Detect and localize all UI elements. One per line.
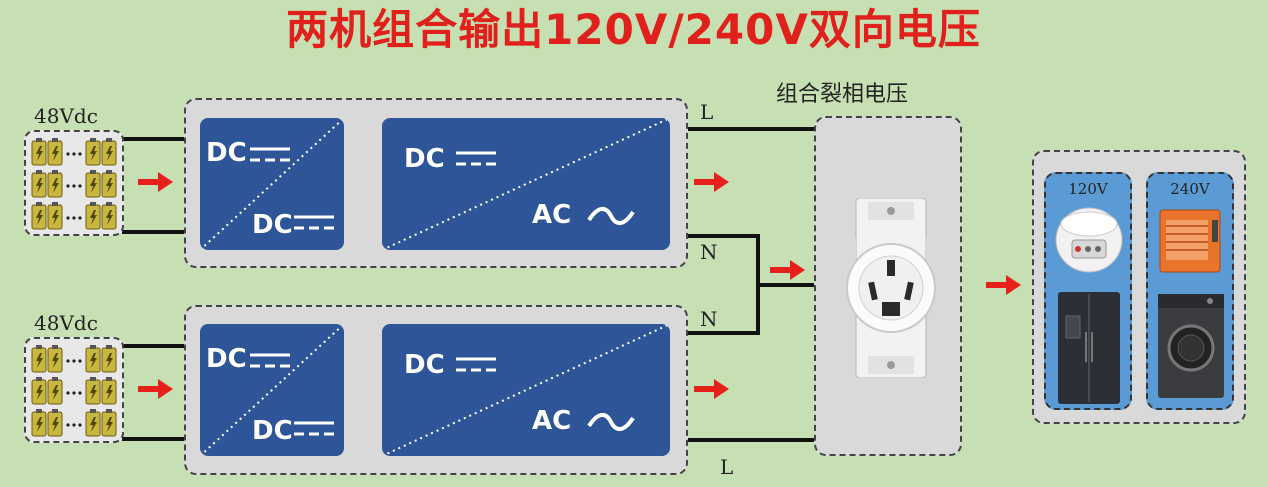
split-phase-outlet-box [814, 116, 962, 456]
line-L-upper-label: L [700, 100, 714, 124]
rice-cooker-icon [1055, 207, 1123, 273]
inverter-dc-label: DC [404, 144, 445, 174]
lower-dc-ac-inverter: DC AC [382, 324, 670, 456]
page-title: 两机组合输出120V/240V双向电压 [286, 5, 981, 54]
wire-N-upper [686, 234, 816, 287]
refrigerator-icon [1058, 292, 1120, 404]
dc-input-label: DC [206, 138, 247, 168]
sine-wave-icon [587, 413, 635, 431]
upper-dc-ac-inverter: DC AC [382, 118, 670, 250]
arrow-right-icon [770, 260, 805, 280]
dc-output-label: DC [252, 416, 293, 446]
lower-battery-cells [31, 344, 117, 437]
label-240v: 240V [1170, 180, 1210, 198]
dc-symbol-icon [250, 353, 290, 368]
upper-battery-pack [24, 130, 124, 236]
dc-input-label: DC [206, 344, 247, 374]
label-120v: 120V [1068, 180, 1108, 198]
washing-machine-icon [1158, 294, 1224, 398]
dc-symbol-icon [294, 215, 334, 230]
heater-icon [1159, 209, 1221, 273]
sine-wave-icon [587, 207, 635, 225]
dc-output-label: DC [252, 210, 293, 240]
lower-battery-pack [24, 337, 124, 443]
upper-battery-cells [31, 137, 117, 230]
appliances-120v: 120V [1044, 172, 1132, 410]
arrow-right-icon [138, 379, 173, 399]
split-phase-label: 组合裂相电压 [776, 82, 909, 107]
line-L-lower-label: L [720, 455, 734, 479]
inverter-dc-label: DC [404, 350, 445, 380]
lower-battery-label: 48Vdc [34, 311, 98, 335]
dc-symbol-icon [250, 147, 290, 162]
outlet-icon [842, 198, 940, 378]
line-N-upper-label: N [700, 240, 718, 264]
inverter-ac-label: AC [532, 406, 572, 436]
dc-symbol-icon [294, 421, 334, 436]
upper-dc-dc-converter: DC DC [200, 118, 344, 250]
arrow-right-icon [694, 172, 729, 192]
arrow-right-icon [694, 379, 729, 399]
arrow-right-icon [986, 275, 1021, 295]
dc-symbol-icon [456, 357, 496, 372]
appliances-240v: 240V [1146, 172, 1234, 410]
wire-N-lower [686, 285, 760, 335]
dc-symbol-icon [456, 151, 496, 166]
lower-dc-dc-converter: DC DC [200, 324, 344, 456]
line-N-lower-label: N [700, 307, 718, 331]
upper-battery-label: 48Vdc [34, 104, 98, 128]
inverter-ac-label: AC [532, 200, 572, 230]
arrow-right-icon [138, 172, 173, 192]
appliance-group: 120V 240V [1032, 150, 1246, 424]
